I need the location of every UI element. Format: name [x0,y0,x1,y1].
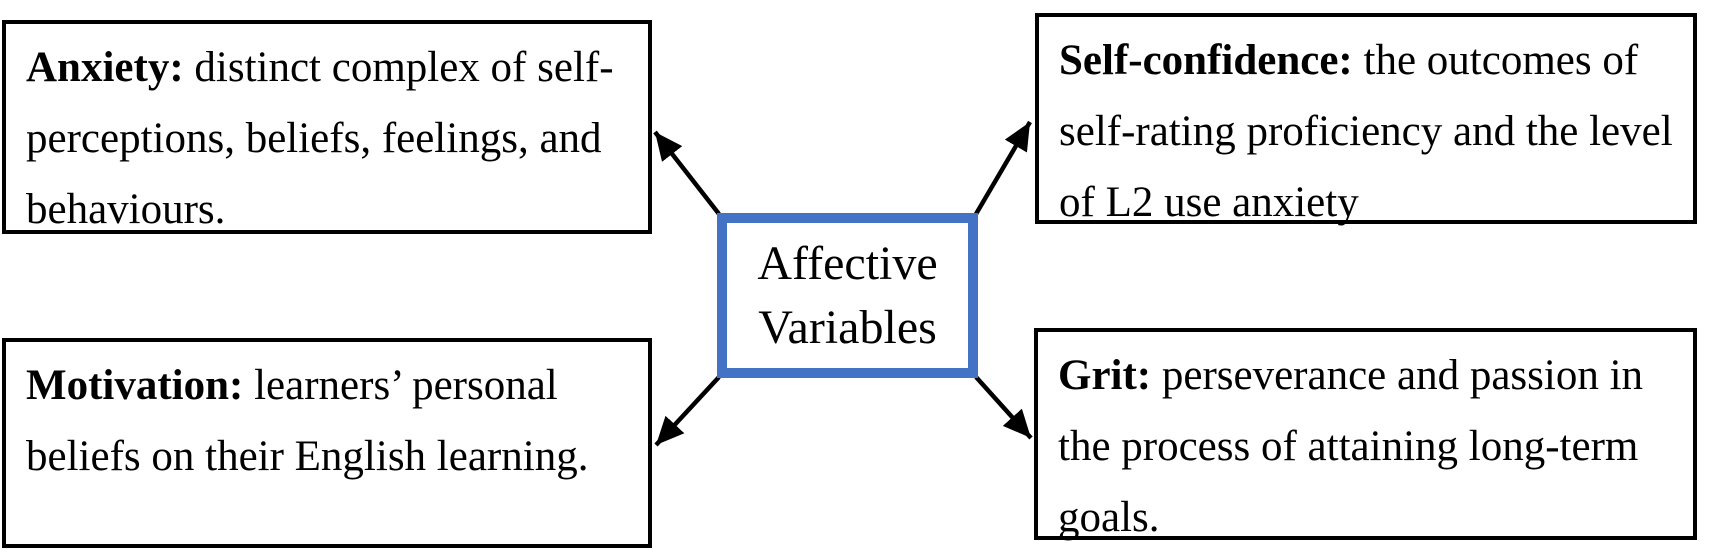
grit-line-1-rest: perseverance and passion in [1161,352,1644,399]
arrow-to-motivation [654,375,721,447]
self-confidence-line-1: Self-confidence: the outcomes of [1059,25,1673,96]
self-confidence-line-1-rest: the outcomes of [1363,37,1639,84]
self-confidence-box: Self-confidence: the outcomes of self-ra… [1035,13,1697,226]
motivation-line-1-rest: learners’ personal [254,362,558,409]
motivation-line-2: beliefs on their English learning. [26,433,589,480]
motivation-line-1: Motivation: learners’ personal [26,350,628,421]
grit-line-1: Grit: perseverance and passion in [1058,340,1673,411]
grit-line-2: the process of attaining long-term [1058,423,1639,470]
self-confidence-line-2: self-rating proficiency and the level [1059,108,1673,155]
self-confidence-line-3: of L2 use anxiety [1059,179,1359,226]
grit-term: Grit: [1058,352,1152,399]
anxiety-line-2: perceptions, beliefs, feelings, and [26,115,602,162]
affective-variables-node: Affective Variables [717,213,978,378]
arrow-to-anxiety [653,130,721,216]
center-node-line-1: Affective [757,236,938,290]
grit-line-3: goals. [1058,494,1160,541]
anxiety-term: Anxiety: [26,44,184,91]
anxiety-line-1-rest: distinct complex of self- [194,44,614,91]
arrow-to-grit [974,375,1033,440]
self-confidence-term: Self-confidence: [1059,37,1353,84]
anxiety-line-3: behaviours. [26,186,226,233]
arrow-to-self-confidence [974,120,1032,216]
center-node-line-2: Variables [758,300,937,354]
anxiety-line-1: Anxiety: distinct complex of self- [26,32,628,103]
grit-box: Grit: perseverance and passion in the pr… [1034,328,1697,541]
anxiety-box: Anxiety: distinct complex of self- perce… [2,20,652,234]
motivation-term: Motivation: [26,362,244,409]
motivation-box: Motivation: learners’ personal beliefs o… [2,338,652,548]
